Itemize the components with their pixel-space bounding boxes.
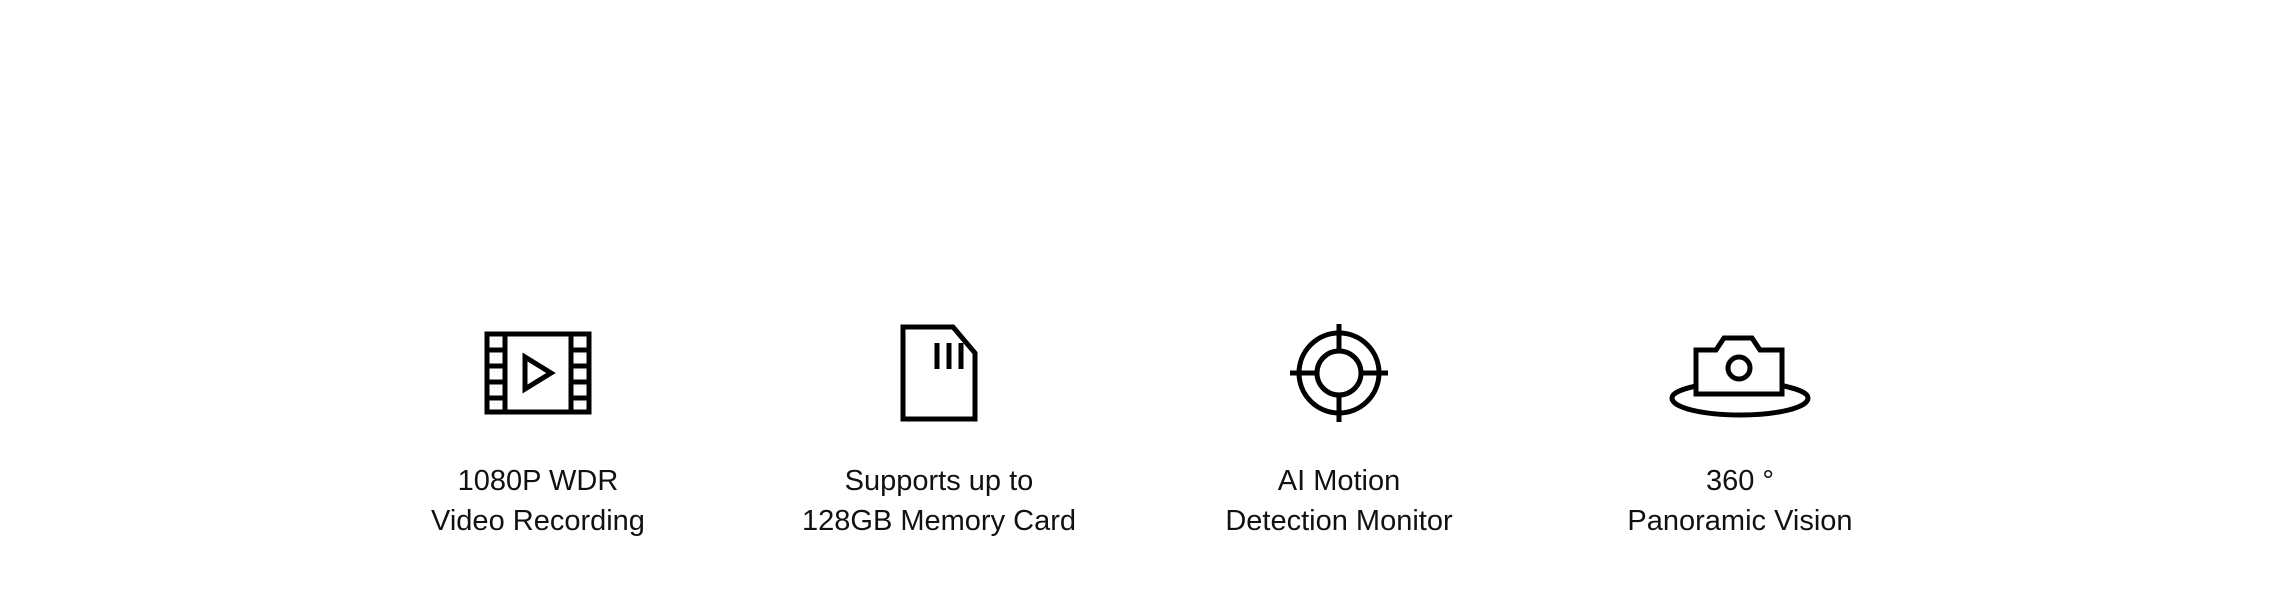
feature-label: Supports up to 128GB Memory Card xyxy=(802,461,1076,541)
feature-label-line1: AI Motion xyxy=(1277,465,1401,497)
feature-label-line1: Supports up to xyxy=(844,465,1034,497)
film-play-icon xyxy=(463,318,613,428)
feature-label-line2: Detection Monitor xyxy=(1225,505,1453,537)
feature-label-line1: 1080P WDR xyxy=(457,465,619,497)
feature-label: 360 ° Panoramic Vision xyxy=(1627,461,1852,541)
feature-label: AI Motion Detection Monitor xyxy=(1225,461,1452,541)
crosshair-target-icon xyxy=(1264,318,1414,428)
feature-memory-card: Supports up to 128GB Memory Card xyxy=(759,318,1119,541)
feature-label-line2: 128GB Memory Card xyxy=(802,505,1076,537)
feature-label-line2: Panoramic Vision xyxy=(1627,505,1853,537)
sd-card-icon xyxy=(864,318,1014,428)
feature-label: 1080P WDR Video Recording xyxy=(431,461,645,541)
camera-360-icon xyxy=(1665,318,1815,428)
feature-video-recording: 1080P WDR Video Recording xyxy=(358,318,718,541)
feature-label-line1: 360 ° xyxy=(1705,465,1775,497)
feature-panoramic-vision: 360 ° Panoramic Vision xyxy=(1560,318,1920,541)
feature-label-line2: Video Recording xyxy=(431,505,645,537)
feature-motion-detection: AI Motion Detection Monitor xyxy=(1159,318,1519,541)
